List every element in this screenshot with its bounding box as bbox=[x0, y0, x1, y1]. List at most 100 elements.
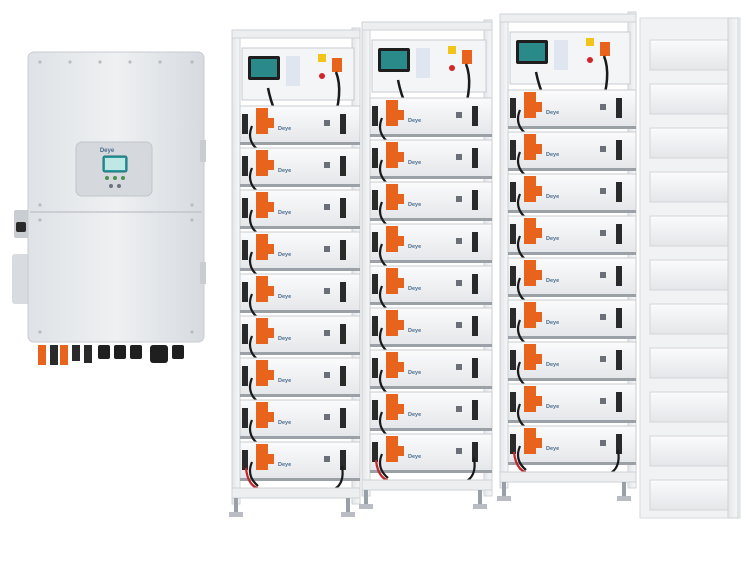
module-brand-label: Deye bbox=[408, 118, 421, 124]
battery-module: Deye bbox=[239, 147, 361, 193]
battery-module: Deye bbox=[369, 181, 493, 227]
connector-plug bbox=[524, 92, 542, 118]
connector-plug bbox=[386, 436, 404, 462]
battery-module: Deye bbox=[369, 265, 493, 311]
module-brand-label: Deye bbox=[278, 294, 291, 300]
module-brand-label: Deye bbox=[278, 210, 291, 216]
connector-plug bbox=[386, 310, 404, 336]
battery-module: Deye bbox=[507, 383, 637, 429]
module-brand-label: Deye bbox=[278, 420, 291, 426]
rear-shelf bbox=[649, 435, 733, 467]
module-brand-label: Deye bbox=[278, 462, 291, 468]
rear-shelf bbox=[649, 479, 733, 511]
connector-plug bbox=[256, 192, 274, 218]
module-brand-label: Deye bbox=[408, 244, 421, 250]
module-brand-label: Deye bbox=[546, 110, 559, 116]
battery-module: Deye bbox=[239, 357, 361, 403]
module-brand-label: Deye bbox=[278, 252, 291, 258]
battery-racks: DeyeDeyeDeyeDeyeDeyeDeyeDeyeDeyeDeyeDeye… bbox=[229, 11, 741, 519]
connector-plug bbox=[256, 318, 274, 344]
module-brand-label: Deye bbox=[408, 370, 421, 376]
connector-plug bbox=[524, 260, 542, 286]
connector-plug bbox=[524, 218, 542, 244]
module-brand-label: Deye bbox=[278, 168, 291, 174]
connector-plug bbox=[524, 428, 542, 454]
inverter-unit: Deye bbox=[12, 51, 206, 365]
module-brand-label: Deye bbox=[408, 412, 421, 418]
connector-plug bbox=[256, 234, 274, 260]
battery-module: Deye bbox=[507, 131, 637, 177]
rear-shelf bbox=[649, 259, 733, 291]
battery-module: Deye bbox=[369, 139, 493, 185]
battery-module: Deye bbox=[507, 173, 637, 219]
connector-plug bbox=[524, 134, 542, 160]
module-brand-label: Deye bbox=[408, 328, 421, 334]
module-brand-label: Deye bbox=[278, 336, 291, 342]
rear-shelf bbox=[649, 391, 733, 423]
connector-plug bbox=[386, 100, 404, 126]
battery-module: Deye bbox=[369, 307, 493, 353]
battery-module: Deye bbox=[507, 215, 637, 261]
battery-module: Deye bbox=[507, 299, 637, 345]
rear-shelf bbox=[649, 171, 733, 203]
connector-plug bbox=[386, 394, 404, 420]
bms-control-panel bbox=[371, 39, 487, 127]
battery-module: Deye bbox=[369, 433, 493, 479]
rear-shelf bbox=[649, 39, 733, 71]
connector-plug bbox=[524, 344, 542, 370]
battery-module: Deye bbox=[369, 391, 493, 437]
connector-plug bbox=[256, 402, 274, 428]
connector-plug bbox=[256, 444, 274, 470]
battery-module: Deye bbox=[507, 341, 637, 387]
module-brand-label: Deye bbox=[278, 126, 291, 132]
battery-module: Deye bbox=[369, 223, 493, 269]
inverter-bottom-connectors bbox=[38, 345, 184, 365]
battery-module: Deye bbox=[239, 231, 361, 277]
rear-shelf bbox=[649, 347, 733, 379]
module-brand-label: Deye bbox=[408, 160, 421, 166]
battery-module: Deye bbox=[507, 257, 637, 303]
bms-control-panel bbox=[509, 31, 631, 119]
module-brand-label: Deye bbox=[278, 378, 291, 384]
connector-plug bbox=[386, 268, 404, 294]
battery-module: Deye bbox=[239, 315, 361, 361]
connector-plug bbox=[386, 352, 404, 378]
inverter-body bbox=[27, 51, 205, 343]
module-brand-label: Deye bbox=[546, 404, 559, 410]
battery-module: Deye bbox=[239, 399, 361, 445]
battery-module: Deye bbox=[507, 425, 637, 471]
module-brand-label: Deye bbox=[408, 202, 421, 208]
connector-plug bbox=[256, 150, 274, 176]
module-brand-label: Deye bbox=[408, 286, 421, 292]
module-brand-label: Deye bbox=[546, 236, 559, 242]
rear-shelf bbox=[649, 303, 733, 335]
battery-module: Deye bbox=[369, 349, 493, 395]
connector-plug bbox=[386, 226, 404, 252]
connector-plug bbox=[524, 176, 542, 202]
battery-module: Deye bbox=[239, 441, 361, 487]
inverter-brand-label: Deye bbox=[100, 148, 115, 154]
battery-module: Deye bbox=[369, 97, 493, 143]
rear-shelf bbox=[649, 127, 733, 159]
battery-module: Deye bbox=[239, 105, 361, 151]
connector-plug bbox=[386, 142, 404, 168]
module-brand-label: Deye bbox=[546, 362, 559, 368]
rear-shelf bbox=[649, 215, 733, 247]
connector-plug bbox=[256, 360, 274, 386]
module-brand-label: Deye bbox=[546, 446, 559, 452]
battery-module: Deye bbox=[239, 189, 361, 235]
module-brand-label: Deye bbox=[408, 454, 421, 460]
rear-shelf bbox=[649, 83, 733, 115]
module-brand-label: Deye bbox=[546, 278, 559, 284]
connector-plug bbox=[524, 386, 542, 412]
battery-module: Deye bbox=[239, 273, 361, 319]
module-brand-label: Deye bbox=[546, 194, 559, 200]
connector-plug bbox=[256, 108, 274, 134]
connector-plug bbox=[386, 184, 404, 210]
module-brand-label: Deye bbox=[546, 320, 559, 326]
connector-plug bbox=[524, 302, 542, 328]
